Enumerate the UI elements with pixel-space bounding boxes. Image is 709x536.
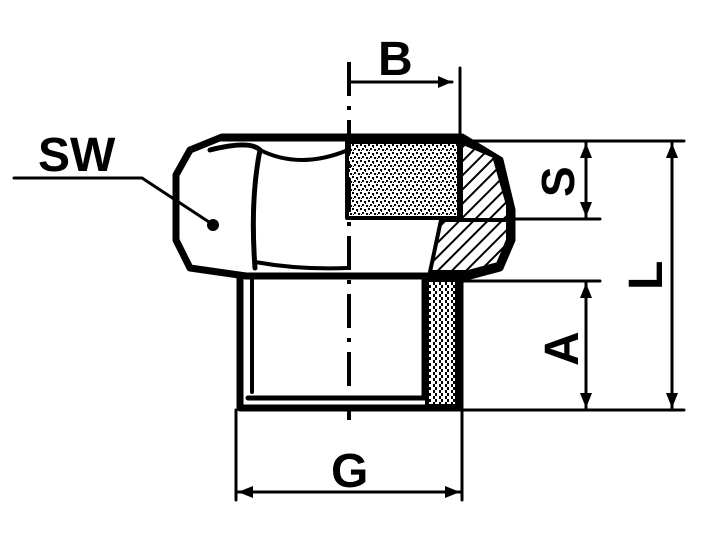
sw-leader-dot [207, 219, 219, 231]
shank-outline [236, 274, 464, 412]
dim-l-arrow-bottom [666, 393, 678, 408]
head-section-hatch-lower [428, 218, 510, 274]
dim-b-arrow [438, 76, 452, 88]
label-g: G [331, 445, 368, 498]
head-section-hatch-upper [459, 140, 510, 222]
hex-head-outline [172, 133, 516, 280]
part-body [172, 133, 516, 412]
dim-a-arrow-bottom [580, 393, 592, 408]
sw-leader-line [12, 176, 214, 226]
label-sw: SW [38, 129, 116, 182]
dim-a-arrow-top [580, 283, 592, 298]
label-a: A [536, 331, 589, 366]
dimensions [12, 66, 686, 502]
dim-g-arrow-right [445, 486, 460, 498]
hex-facet-inner [258, 148, 350, 162]
filter-insert [345, 140, 461, 220]
label-b: B [378, 33, 413, 86]
dim-s-arrow-bottom [580, 202, 592, 217]
label-s: S [532, 166, 584, 197]
hex-facet-left [207, 142, 263, 271]
dim-l-arrow-top [666, 143, 678, 158]
hex-facet-lower [253, 260, 350, 271]
thread-section [425, 278, 459, 408]
dim-g-arrow-left [238, 486, 253, 498]
label-l: L [620, 261, 673, 290]
dim-s-arrow-top [580, 143, 592, 158]
